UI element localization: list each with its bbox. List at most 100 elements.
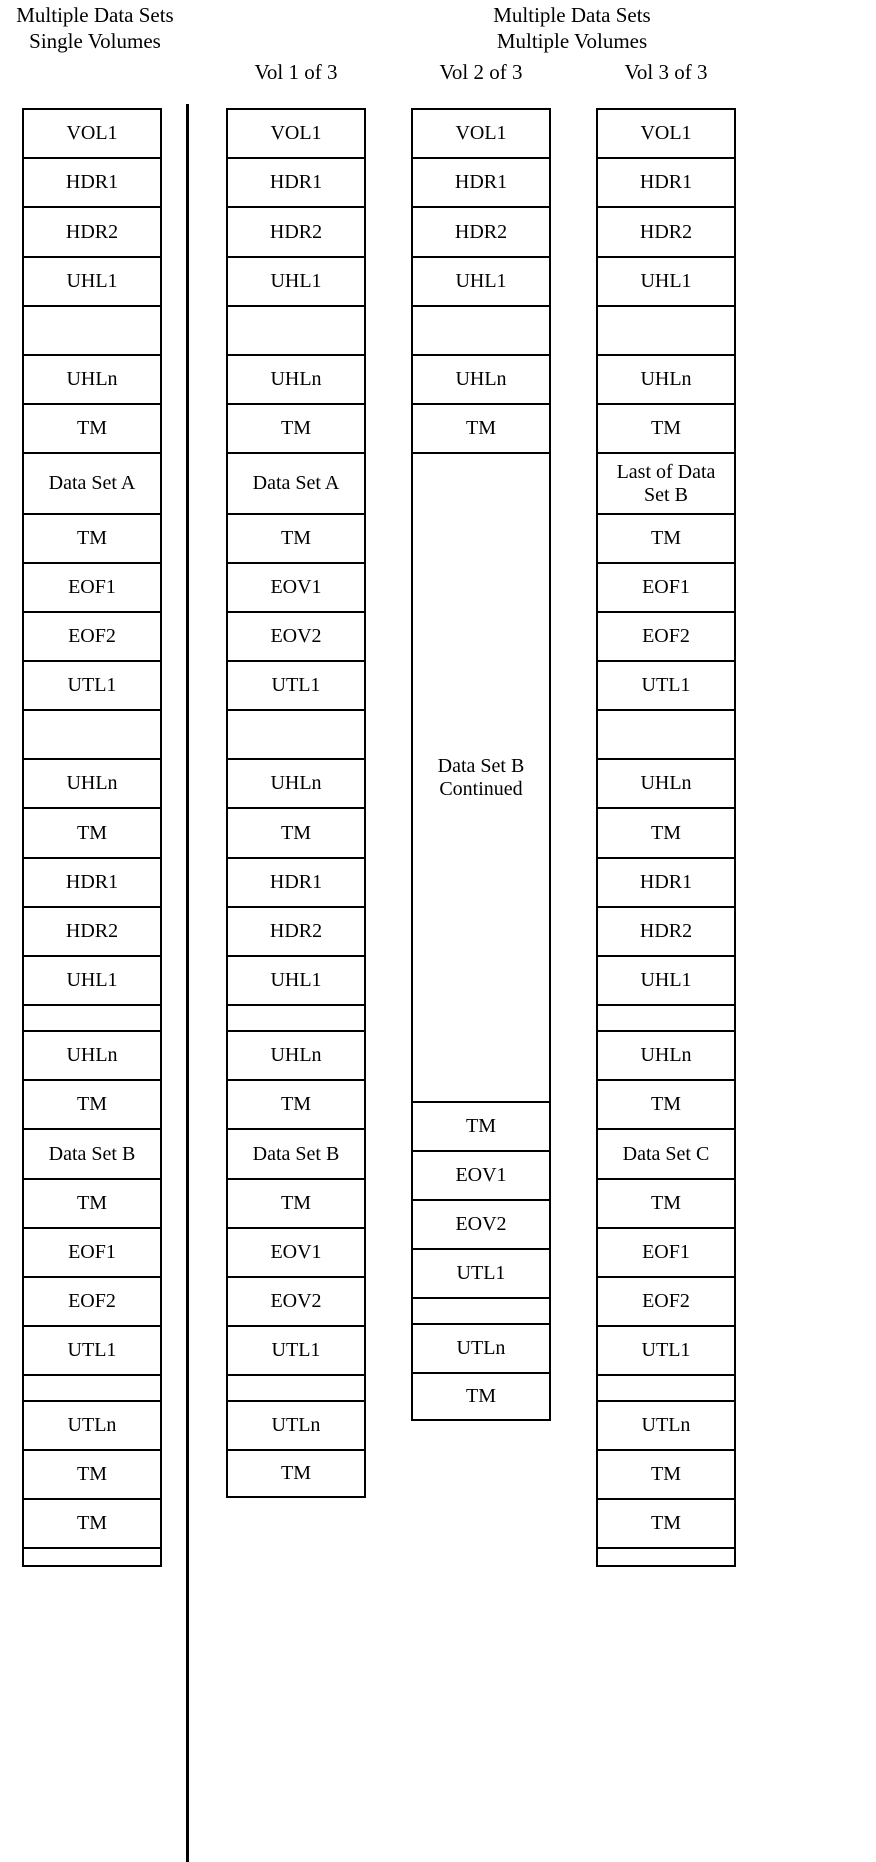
tape-block-cell: HDR1	[596, 857, 736, 906]
tape-block-cell: Data Set B Continued	[411, 452, 551, 1101]
tape-block-cell: UHLn	[226, 1030, 366, 1079]
tape-block-label: UHLn	[66, 1044, 118, 1066]
tape-block-cell: UHLn	[411, 354, 551, 403]
tape-block-label: HDR1	[65, 871, 119, 893]
tape-block-cell: EOV2	[226, 611, 366, 660]
tape-block-label: TM	[651, 417, 681, 439]
tape-block-label: EOF1	[68, 576, 116, 598]
tape-block-label: UTL1	[67, 1339, 117, 1361]
tape-block-cell: TM	[596, 1449, 736, 1498]
tape-block-label: UHLn	[66, 772, 118, 794]
tape-block-label: HDR2	[454, 220, 508, 243]
tape-block-cell: Data Set A	[22, 452, 162, 513]
tape-block-label: UHLn	[270, 772, 322, 794]
tape-block-label: UHL1	[270, 270, 322, 292]
tape-block-cell: Data Set B	[226, 1128, 366, 1178]
tape-gap-cell	[22, 1004, 162, 1030]
tape-block-label: UTL1	[271, 1339, 321, 1361]
tape-block-label: EOF2	[68, 1290, 116, 1312]
volume-header-col-vol2: Vol 2 of 3	[439, 60, 523, 84]
tape-gap-cell	[226, 1374, 366, 1400]
tape-block-label: VOL1	[640, 122, 692, 144]
tape-block-label: TM	[77, 1192, 107, 1214]
tape-block-cell: TM	[22, 1178, 162, 1227]
tape-block-cell: Last of Data Set B	[596, 452, 736, 513]
vertical-divider	[186, 104, 189, 1862]
tape-block-cell: HDR1	[226, 857, 366, 906]
tape-block-cell: UHL1	[596, 955, 736, 1004]
tape-block-cell: HDR1	[22, 157, 162, 206]
tape-block-label: EOV2	[455, 1213, 507, 1235]
tape-block-cell: TM	[411, 403, 551, 452]
tape-block-cell: HDR1	[411, 157, 551, 206]
tape-block-label: EOV1	[270, 576, 322, 598]
tape-block-cell: TM	[22, 513, 162, 562]
tape-block-cell: UTL1	[596, 660, 736, 709]
tape-block-label: TM	[651, 527, 681, 549]
tape-block-label: Data Set B	[48, 1142, 136, 1165]
tape-block-cell: UTLn	[22, 1400, 162, 1449]
tape-block-label: UHL1	[66, 969, 118, 991]
tape-block-cell: Data Set A	[226, 452, 366, 513]
tape-block-cell: UHLn	[596, 758, 736, 807]
tape-block-label: UHLn	[66, 368, 118, 390]
tape-block-label: UHL1	[455, 270, 507, 292]
tape-block-label: EOF2	[68, 625, 116, 647]
tape-gap-cell	[226, 1004, 366, 1030]
tape-block-cell: UTL1	[22, 1325, 162, 1374]
tape-block-label: EOF2	[642, 625, 690, 647]
tape-block-label: TM	[281, 1192, 311, 1214]
tape-gap-cell	[22, 1374, 162, 1400]
tape-block-cell: TM	[22, 807, 162, 857]
tape-block-label: TM	[281, 1462, 311, 1484]
tape-block-label: UTLn	[67, 1414, 117, 1436]
tape-block-cell: EOV1	[411, 1150, 551, 1199]
tape-block-label: HDR1	[269, 171, 323, 193]
tape-block-cell: TM	[22, 403, 162, 452]
tape-block-cell: EOF2	[22, 611, 162, 660]
tape-gap-cell	[226, 305, 366, 354]
tape-block-label: EOV1	[455, 1164, 507, 1186]
tape-block-cell: UHL1	[226, 256, 366, 305]
tape-block-cell: VOL1	[226, 108, 366, 157]
tape-block-label: TM	[466, 1385, 496, 1407]
tape-block-label: HDR2	[639, 220, 693, 243]
tape-block-cell: TM	[226, 1079, 366, 1128]
tape-block-cell: UHLn	[22, 1030, 162, 1079]
tape-block-cell: UTL1	[411, 1248, 551, 1297]
tape-block-cell: HDR2	[226, 906, 366, 955]
tape-block-label: UTL1	[67, 674, 117, 696]
tape-block-label: TM	[281, 417, 311, 439]
tape-gap-cell	[411, 1297, 551, 1323]
tape-block-label: HDR1	[639, 171, 693, 193]
tape-block-cell: EOF2	[596, 611, 736, 660]
tape-block-cell: HDR2	[226, 206, 366, 256]
tape-gap-cell	[22, 709, 162, 758]
tape-block-cell: UHLn	[22, 758, 162, 807]
volume-header-col-vol3: Vol 3 of 3	[624, 60, 708, 84]
tape-block-label: TM	[651, 1093, 681, 1115]
tape-gap-cell	[596, 1547, 736, 1567]
tape-block-cell: HDR1	[22, 857, 162, 906]
tape-block-label: TM	[281, 821, 311, 844]
tape-block-label: Last of Data Set B	[616, 460, 716, 506]
tape-block-cell: EOV1	[226, 562, 366, 611]
tape-block-label: UTLn	[641, 1414, 691, 1436]
tape-block-label: HDR1	[639, 871, 693, 893]
tape-block-label: EOF1	[642, 576, 690, 598]
tape-block-label: TM	[466, 1115, 496, 1137]
tape-block-cell: Data Set C	[596, 1128, 736, 1178]
tape-block-cell: UTLn	[226, 1400, 366, 1449]
tape-gap-cell	[411, 305, 551, 354]
tape-block-label: TM	[466, 417, 496, 439]
tape-block-label: HDR1	[269, 871, 323, 893]
tape-block-label: UHLn	[455, 368, 507, 390]
tape-block-cell: HDR2	[22, 906, 162, 955]
tape-block-cell: UHL1	[596, 256, 736, 305]
tape-block-label: TM	[77, 821, 107, 844]
tape-block-cell: UTL1	[226, 660, 366, 709]
tape-block-label: UHLn	[270, 1044, 322, 1066]
tape-block-cell: HDR2	[22, 206, 162, 256]
